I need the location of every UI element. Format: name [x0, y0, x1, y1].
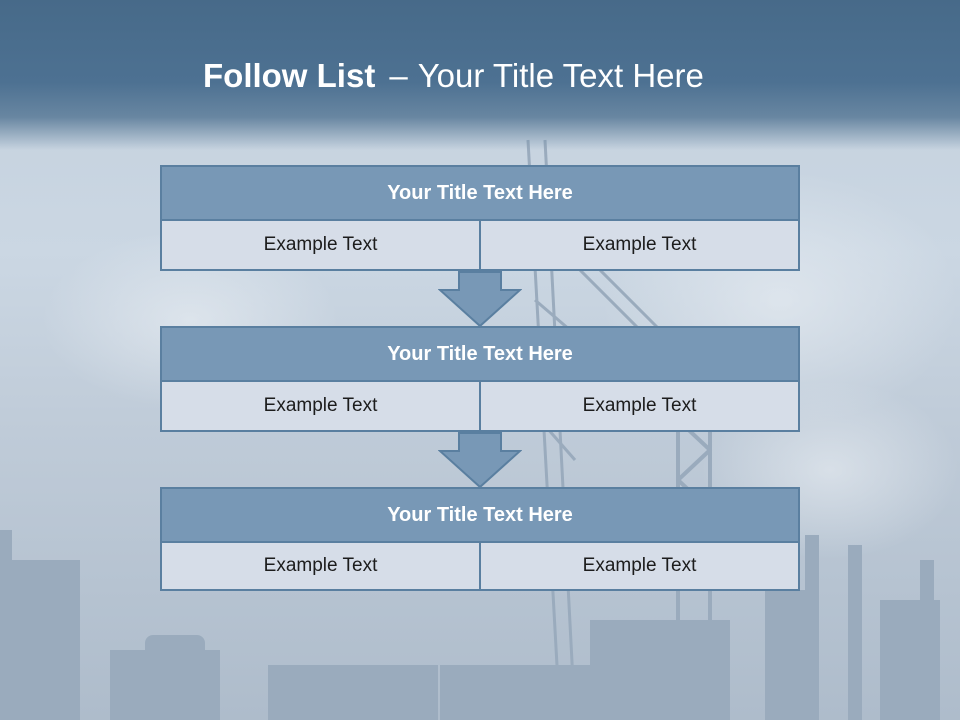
block-cell-right: Example Text — [481, 221, 800, 271]
list-block-2: Your Title Text Here Example Text Exampl… — [160, 326, 800, 432]
slide-title-bold: Follow List — [203, 57, 376, 94]
list-block-3: Your Title Text Here Example Text Exampl… — [160, 487, 800, 591]
slide-header-band: Follow List–Your Title Text Here — [0, 0, 960, 150]
block-title: Your Title Text Here — [160, 165, 800, 221]
block-cell-left: Example Text — [160, 382, 481, 432]
down-arrow-icon — [438, 271, 522, 328]
slide-title: Follow List–Your Title Text Here — [203, 56, 704, 96]
slide-title-separator: – — [389, 57, 408, 94]
block-row: Example Text Example Text — [160, 382, 800, 432]
block-cell-left: Example Text — [160, 221, 481, 271]
block-row: Example Text Example Text — [160, 221, 800, 271]
list-block-1: Your Title Text Here Example Text Exampl… — [160, 165, 800, 271]
slide-title-rest: Your Title Text Here — [417, 57, 704, 94]
block-cell-right: Example Text — [481, 382, 800, 432]
block-cell-right: Example Text — [481, 543, 800, 591]
block-cell-left: Example Text — [160, 543, 481, 591]
block-title: Your Title Text Here — [160, 487, 800, 543]
down-arrow-icon — [438, 432, 522, 489]
block-title: Your Title Text Here — [160, 326, 800, 382]
block-row: Example Text Example Text — [160, 543, 800, 591]
